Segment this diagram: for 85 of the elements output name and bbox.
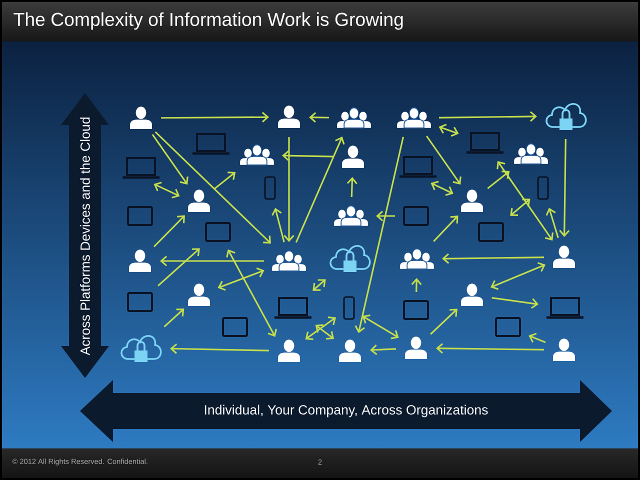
tablet-icon: [495, 317, 521, 337]
arrow: [282, 150, 334, 161]
arrow: [164, 308, 184, 328]
arrow: [436, 343, 544, 354]
arrow-banner: Across Platforms Devices and the Cloud: [61, 93, 109, 378]
person-icon: [278, 340, 300, 362]
person-icon: [130, 106, 152, 129]
arrow: [376, 210, 395, 222]
person-icon: [188, 190, 210, 212]
cloud-lock-icon: [546, 103, 587, 130]
laptop-icon: [122, 157, 160, 179]
tablet-icon: [403, 300, 429, 320]
tablet-icon: [127, 292, 153, 312]
people-icon: [400, 248, 434, 270]
arrow: [284, 137, 294, 242]
arrow: [346, 177, 358, 198]
tablet-icon: [478, 222, 504, 242]
arrow: [546, 208, 559, 238]
arrow: [442, 253, 544, 264]
laptop-icon: [400, 156, 436, 178]
title: The Complexity of Information Work is Growing: [14, 12, 403, 30]
person-icon: [553, 338, 575, 361]
arrow: [160, 256, 264, 266]
cloud-lock-icon: [330, 245, 371, 272]
arrow: [161, 112, 269, 122]
arrow: [295, 136, 345, 243]
phone-icon: [264, 176, 276, 200]
arrow: [487, 170, 510, 190]
double-arrow: [218, 268, 264, 291]
double-arrow: [496, 161, 554, 241]
laptop-icon: [546, 297, 584, 319]
arrow: [214, 172, 236, 190]
arrow: [170, 343, 270, 354]
arrow: [438, 111, 537, 122]
person-icon: [342, 146, 364, 168]
arrow: [433, 216, 458, 242]
arrow: [154, 131, 272, 244]
tablet-icon: [403, 206, 429, 226]
people-icon: [240, 144, 274, 166]
arrow: [272, 208, 285, 242]
double-arrow: [510, 198, 530, 216]
double-arrow: [490, 262, 546, 290]
laptop-icon: [466, 132, 504, 154]
people-icon: [272, 250, 306, 272]
double-arrow: [312, 279, 326, 291]
person-icon: [278, 106, 300, 128]
tablet-icon: [205, 222, 231, 242]
people-icon: [337, 107, 371, 128]
people-icon: [397, 107, 431, 128]
arrow: [309, 112, 330, 123]
double-arrow: [362, 314, 399, 340]
person-icon: [461, 284, 483, 306]
arrow: [152, 134, 188, 185]
cloud-lock-icon: [120, 335, 162, 362]
person-icon: [129, 250, 151, 272]
double-arrow: [315, 324, 334, 340]
people-icon: [334, 205, 368, 226]
arrow: [559, 139, 570, 237]
arrow: [153, 215, 185, 248]
phone-icon: [343, 296, 355, 320]
arrow: [492, 296, 539, 309]
laptop-icon: [274, 297, 312, 319]
person-icon: [553, 246, 575, 268]
arrow: [411, 278, 422, 292]
arrow: [370, 344, 396, 356]
arrow: [426, 136, 462, 185]
person-icon: [461, 190, 483, 212]
double-arrow: [226, 249, 277, 337]
arrow: [158, 248, 200, 286]
person-icon: [188, 284, 210, 306]
arrow-banner: Individual, Your Company, Across Organizations: [80, 380, 612, 442]
arrow: [430, 308, 458, 335]
tablet-icon: [222, 317, 248, 337]
laptop-icon: [192, 133, 230, 155]
double-arrow: [154, 182, 180, 198]
person-icon: [405, 336, 427, 359]
double-arrow: [305, 316, 336, 340]
double-arrow: [438, 124, 459, 137]
tablet-icon: [127, 206, 153, 226]
person-icon: [339, 340, 361, 362]
phone-icon: [537, 176, 549, 200]
people-icon: [514, 143, 548, 164]
arrow: [528, 332, 546, 344]
arrow: [354, 136, 404, 334]
double-arrow: [430, 180, 454, 196]
